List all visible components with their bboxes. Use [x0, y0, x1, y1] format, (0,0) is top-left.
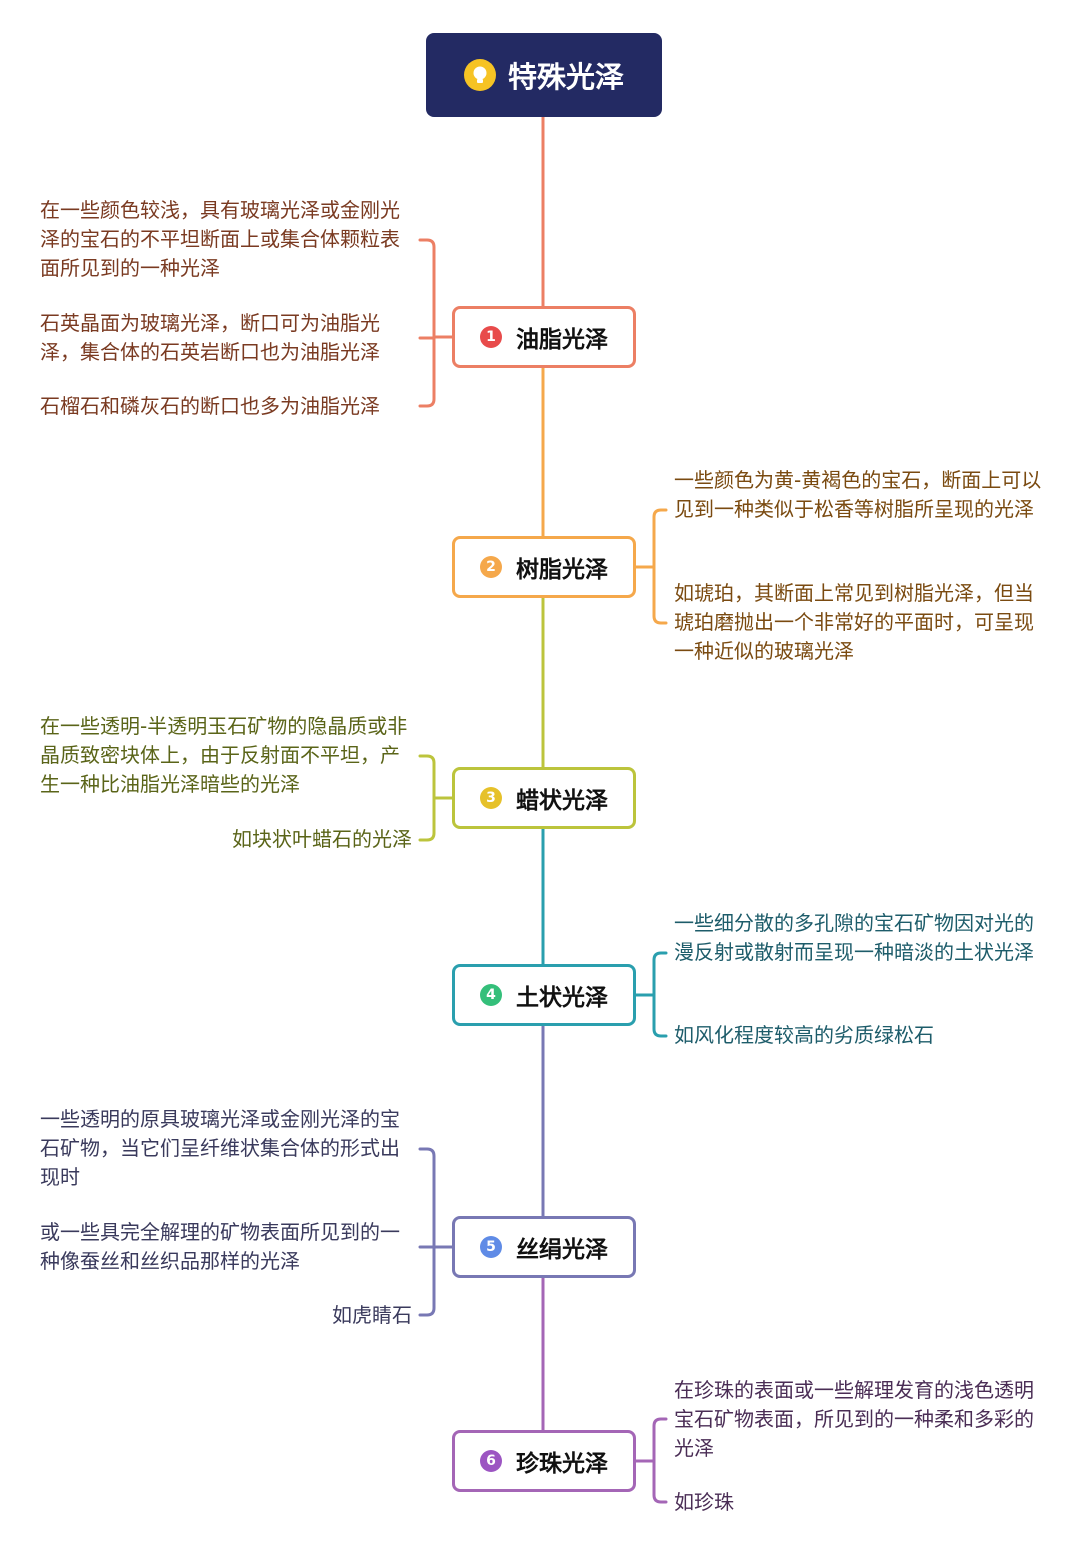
topic-label: 油脂光泽 [516, 327, 608, 353]
bracket-connector [418, 1147, 454, 1317]
topic-label: 蜡状光泽 [516, 788, 608, 814]
topic-label: 树脂光泽 [516, 557, 608, 583]
topic-node-waxy-luster[interactable]: 3 蜡状光泽 [452, 767, 636, 829]
topic-number-badge: 1 [480, 326, 502, 348]
topic-node-oily-luster[interactable]: 1 油脂光泽 [452, 306, 636, 368]
root-title: 特殊光泽 [507, 60, 624, 94]
note-silky-3: 如虎睛石 [332, 1303, 412, 1327]
topic-node-silky-luster[interactable]: 5 丝绢光泽 [452, 1216, 636, 1278]
bracket-connector [418, 754, 454, 842]
note-pearly-2: 如珍珠 [674, 1490, 734, 1514]
topic-node-earthy-luster[interactable]: 4 土状光泽 [452, 964, 636, 1026]
note-earthy-2: 如风化程度较高的劣质绿松石 [674, 1023, 934, 1047]
lightbulb-icon [463, 59, 496, 91]
topic-label: 土状光泽 [516, 985, 608, 1011]
bracket-connector [418, 238, 454, 408]
topic-node-pearly-luster[interactable]: 6 珍珠光泽 [452, 1430, 636, 1492]
branch-brackets [418, 238, 668, 1504]
note-waxy-2: 如块状叶蜡石的光泽 [232, 827, 412, 851]
note-resinous-2: 如琥珀，其断面上常见到树脂光泽，但当琥珀磨抛出一个非常好的平面时，可呈现一种近似… [674, 581, 1034, 663]
topic-number-badge: 6 [480, 1450, 502, 1472]
topic-node-resinous-luster[interactable]: 2 树脂光泽 [452, 536, 636, 598]
note-oily-2: 石英晶面为玻璃光泽，断口可为油脂光泽，集合体的石英岩断口也为油脂光泽 [40, 311, 380, 364]
topic-label: 丝绢光泽 [516, 1237, 608, 1263]
root-node[interactable]: 特殊光泽 [426, 33, 662, 117]
bracket-connector [634, 1417, 668, 1504]
note-silky-1: 一些透明的原具玻璃光泽或金刚光泽的宝石矿物，当它们呈纤维状集合体的形式出现时 [40, 1107, 400, 1189]
topic-number-badge: 2 [480, 556, 502, 578]
note-oily-1: 在一些颜色较浅，具有玻璃光泽或金刚光泽的宝石的不平坦断面上或集合体颗粒表面所见到… [40, 198, 400, 280]
bracket-connector [634, 508, 668, 625]
topic-number-badge: 4 [480, 984, 502, 1006]
topic-number-badge: 5 [480, 1236, 502, 1258]
note-resinous-1: 一些颜色为黄-黄褐色的宝石，断面上可以见到一种类似于松香等树脂所呈现的光泽 [674, 468, 1042, 521]
topic-label: 珍珠光泽 [516, 1451, 608, 1477]
note-waxy-1: 在一些透明-半透明玉石矿物的隐晶质或非晶质致密块体上，由于反射面不平坦，产生一种… [40, 714, 408, 796]
note-earthy-1: 一些细分散的多孔隙的宝石矿物因对光的漫反射或散射而呈现一种暗淡的土状光泽 [674, 911, 1034, 964]
note-silky-2: 或一些具完全解理的矿物表面所见到的一种像蚕丝和丝织品那样的光泽 [40, 1220, 400, 1273]
bracket-connector [634, 951, 668, 1038]
note-pearly-1: 在珍珠的表面或一些解理发育的浅色透明宝石矿物表面，所见到的一种柔和多彩的光泽 [674, 1378, 1034, 1460]
note-oily-3: 石榴石和磷灰石的断口也多为油脂光泽 [40, 394, 380, 418]
topic-number-badge: 3 [480, 787, 502, 809]
